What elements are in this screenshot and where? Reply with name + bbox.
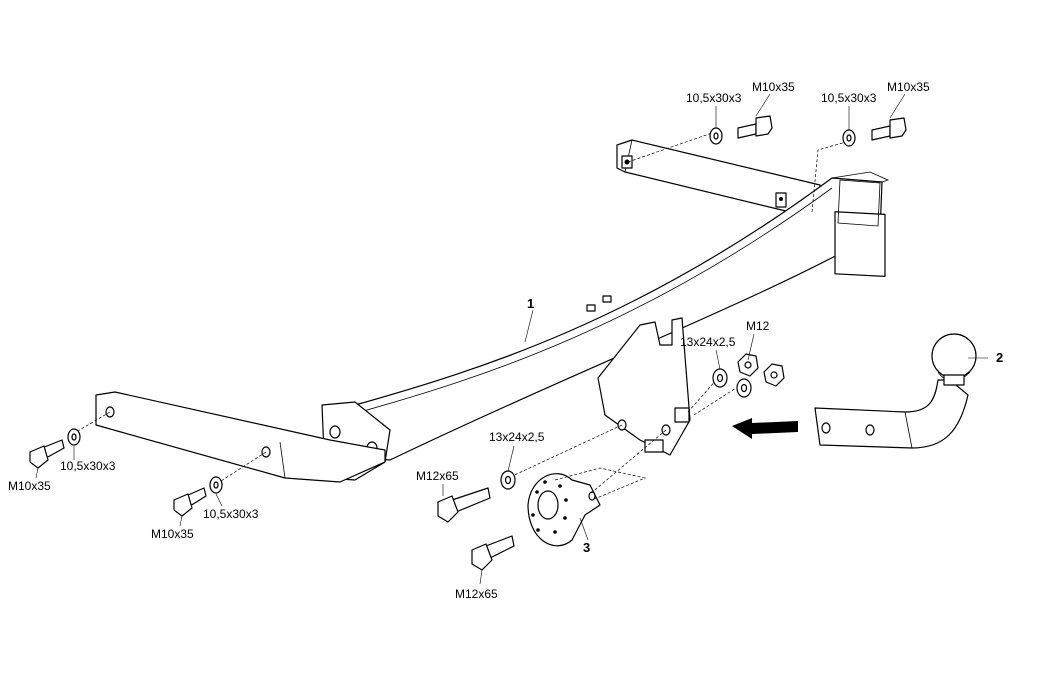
bolt-top-left — [737, 115, 773, 139]
right-mounting-bracket — [616, 139, 821, 216]
nut-m12-upper — [737, 353, 759, 377]
label-bolt-top-right: M10x35 — [887, 80, 930, 94]
tow-ball-mount — [814, 333, 977, 449]
label-bolt-lower-1: M10x35 — [8, 479, 51, 493]
washer-top-right — [842, 129, 856, 147]
nut-m12-lower — [763, 363, 785, 387]
callout-labels: 10,5x30x3 M10x35 10,5x30x3 M10x35 10,5x3… — [8, 80, 1003, 601]
label-washer-13-right: 13x24x2,5 — [680, 335, 736, 349]
socket-mounting-plate — [527, 473, 601, 547]
bolt-lower-middle — [173, 487, 207, 517]
towbar-crossbar — [321, 171, 890, 481]
label-washer-lower-2: 10,5x30x3 — [203, 507, 259, 521]
leader-lines — [35, 93, 988, 585]
label-part-2: 2 — [996, 350, 1003, 365]
alignment-lines — [75, 132, 847, 501]
bolt-top-right — [871, 117, 907, 141]
washer-13-left — [500, 470, 516, 490]
washer-top-left — [709, 127, 723, 145]
washer-lower-middle — [209, 476, 223, 494]
label-bolt-top-left: M10x35 — [752, 80, 795, 94]
label-washer-lower-1: 10,5x30x3 — [60, 459, 116, 473]
bolt-m12-lower — [471, 535, 515, 571]
bolt-m12-upper — [437, 487, 491, 523]
label-washer-13-left: 13x24x2,5 — [489, 430, 545, 444]
label-washer-top-right: 10,5x30x3 — [821, 91, 877, 105]
label-bolt-lower-2: M10x35 — [151, 527, 194, 541]
washer-lower-left — [67, 428, 81, 446]
label-washer-top-left: 10,5x30x3 — [686, 91, 742, 105]
bolt-lower-left — [29, 439, 65, 469]
label-bolt-m12-lower: M12x65 — [455, 587, 498, 601]
label-part-1: 1 — [527, 296, 534, 311]
washer-13-right-upper — [712, 368, 728, 388]
label-bolt-m12-upper: M12x65 — [416, 469, 459, 483]
washer-13-right-lower — [736, 378, 752, 398]
assembly-direction-arrow — [732, 418, 798, 439]
label-nut-m12: M12 — [746, 319, 770, 333]
label-part-3: 3 — [583, 540, 590, 555]
